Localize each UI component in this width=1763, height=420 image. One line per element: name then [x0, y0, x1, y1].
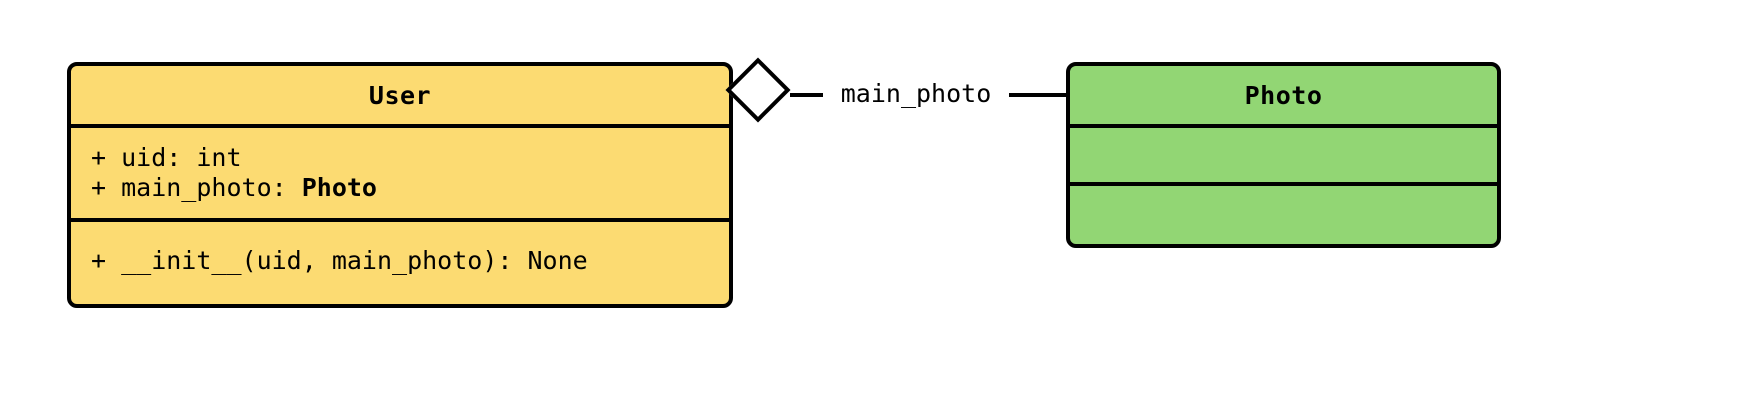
class-methods-user: + __init__(uid, main_photo): None: [71, 218, 729, 300]
class-attributes-photo: [1070, 124, 1497, 182]
attribute-text: + main_photo:: [91, 173, 302, 202]
class-method: + __init__(uid, main_photo): None: [91, 246, 711, 276]
class-methods-photo: [1070, 182, 1497, 244]
class-title-photo: Photo: [1244, 80, 1323, 110]
class-attributes-user: + uid: int + main_photo: Photo: [71, 124, 729, 218]
uml-class-photo[interactable]: Photo: [1066, 62, 1501, 248]
association-line-left: [790, 93, 823, 97]
attribute-text: + uid: int: [91, 143, 242, 172]
class-attribute: + uid: int: [91, 143, 711, 173]
association-label: main_photo: [823, 76, 1009, 112]
aggregation-diamond-icon: [725, 57, 791, 123]
attribute-type-ref: Photo: [301, 173, 377, 202]
association-line-right: [1009, 93, 1066, 97]
association-user-main-photo[interactable]: main_photo: [725, 57, 1073, 130]
class-attribute: + main_photo: Photo: [91, 173, 711, 203]
class-title-user: User: [368, 80, 432, 110]
uml-class-user[interactable]: User + uid: int + main_photo: Photo + __…: [67, 62, 733, 308]
method-text: + __init__(uid, main_photo): None: [91, 246, 588, 275]
